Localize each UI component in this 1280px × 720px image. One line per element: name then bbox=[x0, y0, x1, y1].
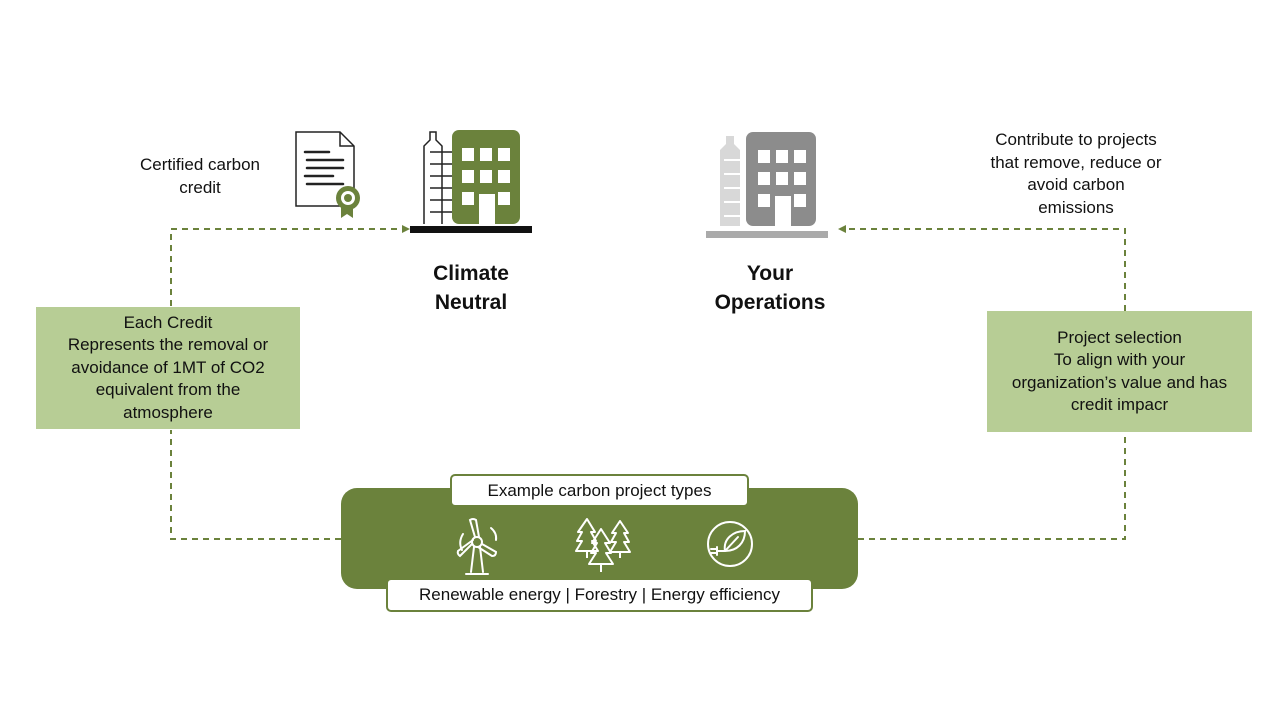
certified-line-1: Certified carbon bbox=[139, 155, 260, 174]
contribute-label: Contribute to projects that remove, redu… bbox=[966, 129, 1186, 219]
project-selection-line-1: Project selection bbox=[1057, 327, 1182, 347]
left-arrowhead bbox=[402, 225, 410, 233]
project-selection-box: Project selection To align with your org… bbox=[987, 311, 1252, 432]
each-credit-line-2: Represents the removal or bbox=[67, 335, 269, 355]
each-credit-box: Each Credit Represents the removal or av… bbox=[36, 307, 300, 429]
energy-efficiency-icon bbox=[707, 521, 753, 567]
climate-neutral-title: Climate Neutral bbox=[391, 259, 551, 317]
your-operations-building-icon bbox=[706, 132, 828, 238]
contribute-line-1: Contribute to projects bbox=[995, 130, 1157, 149]
certified-line-2: credit bbox=[179, 177, 221, 197]
project-types-header: Example carbon project types bbox=[450, 474, 749, 507]
climate-neutral-building-icon bbox=[410, 130, 532, 233]
each-credit-line-5: atmosphere bbox=[123, 402, 213, 422]
certified-credit-label: Certified carbon credit bbox=[120, 154, 280, 199]
contribute-line-2: that remove, reduce or bbox=[990, 152, 1162, 172]
contribute-line-3: avoid carbon bbox=[1027, 175, 1125, 194]
left-flow-line bbox=[170, 228, 404, 540]
project-types-footer: Renewable energy | Forestry | Energy eff… bbox=[386, 578, 813, 612]
project-selection-line-4: credit impacr bbox=[1070, 395, 1169, 414]
project-selection-line-2: To align with your bbox=[1053, 350, 1186, 369]
wind-turbine-icon bbox=[456, 518, 498, 575]
your-operations-title: Your Operations bbox=[680, 259, 860, 317]
your-operations-line-1: Your bbox=[746, 262, 794, 285]
climate-neutral-line-2: Neutral bbox=[434, 291, 508, 314]
contribute-line-4: emissions bbox=[1038, 197, 1114, 217]
each-credit-line-1: Each Credit bbox=[123, 312, 213, 332]
trees-icon bbox=[575, 518, 631, 572]
your-operations-line-2: Operations bbox=[714, 291, 826, 314]
climate-neutral-line-1: Climate bbox=[433, 262, 509, 285]
each-credit-line-3: avoidance of 1MT of CO2 bbox=[71, 357, 265, 377]
certificate-icon bbox=[295, 131, 360, 218]
right-arrowhead bbox=[838, 225, 846, 233]
project-selection-line-3: organization’s value and has bbox=[1011, 372, 1228, 392]
each-credit-line-4: equivalent from the bbox=[95, 380, 241, 400]
right-flow-line bbox=[848, 228, 1126, 540]
